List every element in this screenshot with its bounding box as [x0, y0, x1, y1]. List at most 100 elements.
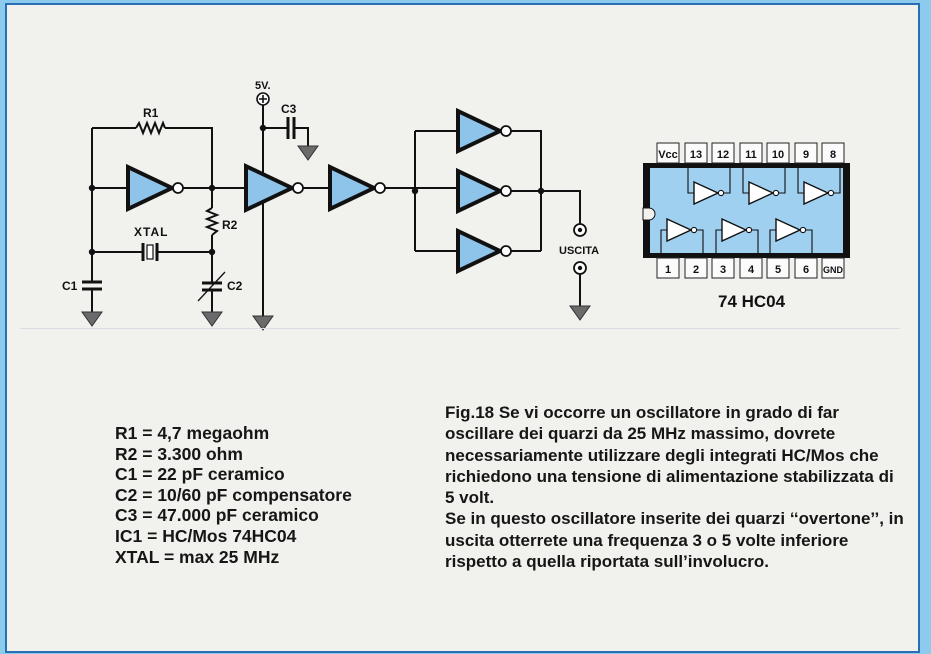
figure-caption: Fig.18 Se vi occorre un oscillatore in g…: [445, 402, 905, 572]
component-value: 22 pF ceramico: [157, 464, 285, 485]
label-output: USCITA: [559, 245, 599, 257]
ic-pin-label: GND: [823, 265, 844, 275]
ic-pin-label: 3: [720, 264, 726, 276]
label-xtal: XTAL: [134, 225, 168, 239]
component-value: 4,7 megaohm: [157, 423, 270, 443]
component-sep: =: [137, 464, 158, 485]
caption-paragraph-2: Se in questo oscillatore inserite dei qu…: [445, 509, 904, 572]
component-ref: R2: [115, 443, 138, 464]
label-c1: C1: [62, 279, 78, 293]
component-ref: R1: [115, 423, 138, 443]
ic-pin-bottom: [821, 257, 845, 279]
ic-pin-label: 1: [665, 264, 671, 276]
capacitor-c3: [286, 117, 296, 139]
ic-name: 74 HC04: [718, 292, 786, 311]
component-sep: =: [159, 546, 180, 567]
ground-icon: [252, 315, 274, 331]
ic-pin-label: 13: [690, 149, 702, 161]
component-ref: IC1: [115, 525, 143, 546]
section-divider: [20, 328, 900, 329]
component-sep: =: [137, 484, 158, 505]
ic-pin-bottom: [711, 257, 735, 279]
ic-pin-label: Vcc: [658, 149, 678, 161]
caption-paragraph-1: Fig.18 Se vi occorre un oscillatore in g…: [445, 403, 894, 508]
inverter-bubble: [500, 185, 512, 197]
ic-pin-label: 2: [693, 264, 699, 276]
component-ref: C3: [115, 505, 138, 526]
capacitor-c1: [82, 280, 102, 291]
component-row: IC1 = HC/Mos 74HC04: [115, 526, 352, 547]
component-value: 10/60 pF compensatore: [157, 484, 352, 505]
ic-pin-top: [711, 142, 735, 164]
resistor-r2: [204, 207, 220, 236]
inverter-bubble: [500, 125, 512, 137]
ic-pin-label: 11: [745, 149, 757, 161]
ic-pin-label: 4: [748, 264, 755, 276]
inverter-gate-icon: [244, 162, 297, 214]
ic-pin-bottom: [739, 257, 763, 279]
ic-pin-top: [821, 142, 845, 164]
component-row: C1 = 22 pF ceramico: [115, 464, 352, 485]
crystal-xtal: [141, 243, 159, 261]
component-value: HC/Mos 74HC04: [162, 525, 297, 546]
component-sep: =: [137, 443, 158, 464]
label-supply: 5V.: [255, 80, 271, 92]
inverter-bubble: [292, 182, 304, 194]
ground-icon: [81, 311, 103, 327]
component-sep: =: [137, 423, 158, 443]
inverter-gate-icon: [328, 163, 379, 213]
ic-pin-label: 8: [830, 149, 836, 161]
ic-pin-label: 6: [803, 264, 809, 276]
label-r1: R1: [143, 106, 159, 120]
ic-pin-bottom: [794, 257, 818, 279]
label-r2: R2: [222, 218, 238, 232]
ic-pin-bottom: [684, 257, 708, 279]
ic-pin-top: [656, 142, 680, 164]
component-row: C2 = 10/60 pF compensatore: [115, 485, 352, 506]
output-terminals: [573, 223, 587, 275]
junction-dots: [88, 124, 545, 256]
ic-pin-top: [766, 142, 790, 164]
inverter-bubble: [172, 182, 184, 194]
ground-icon: [569, 305, 591, 321]
ic-pin-label: 10: [772, 149, 784, 161]
component-value: 47.000 pF ceramico: [157, 505, 319, 526]
component-sep: =: [137, 505, 158, 526]
wires: [91, 105, 581, 316]
ic-pin-label: 12: [717, 149, 729, 161]
ground-icon: [297, 145, 319, 161]
inverter-bubble: [500, 245, 512, 257]
ic-pin-label: 9: [803, 149, 809, 161]
component-ref: C1: [115, 464, 138, 485]
inverter-gates: [126, 107, 512, 275]
component-row: R1 = 4,7 megaohm: [115, 423, 352, 444]
component-ref: XTAL: [115, 546, 160, 567]
component-value: max 25 MHz: [179, 546, 280, 567]
label-c2: C2: [227, 279, 243, 293]
ic-pin-top: [739, 142, 763, 164]
capacitor-c2: [197, 271, 226, 302]
ic-pin-bottom: [656, 257, 680, 279]
component-row: R2 = 3.300 ohm: [115, 444, 352, 465]
inverter-gate-icon: [456, 167, 505, 215]
inverter-gate-icon: [126, 163, 177, 213]
ground-symbols: [81, 145, 591, 331]
ic-pin-top: [684, 142, 708, 164]
ground-icon: [201, 311, 223, 327]
label-c3: C3: [281, 102, 297, 116]
component-row: XTAL = max 25 MHz: [115, 547, 352, 568]
ic-pin-label: 5: [775, 264, 781, 276]
inverter-gate-icon: [456, 107, 505, 155]
supply-terminal-icon: [256, 92, 270, 106]
ic-pin-top: [794, 142, 818, 164]
component-sep: =: [142, 525, 163, 546]
inverter-gate-icon: [456, 227, 505, 275]
inverter-bubble: [374, 182, 386, 194]
component-ref: C2: [115, 484, 138, 505]
component-row: C3 = 47.000 pF ceramico: [115, 505, 352, 526]
resistor-r1: [135, 120, 166, 136]
component-value: 3.300 ohm: [157, 443, 243, 464]
